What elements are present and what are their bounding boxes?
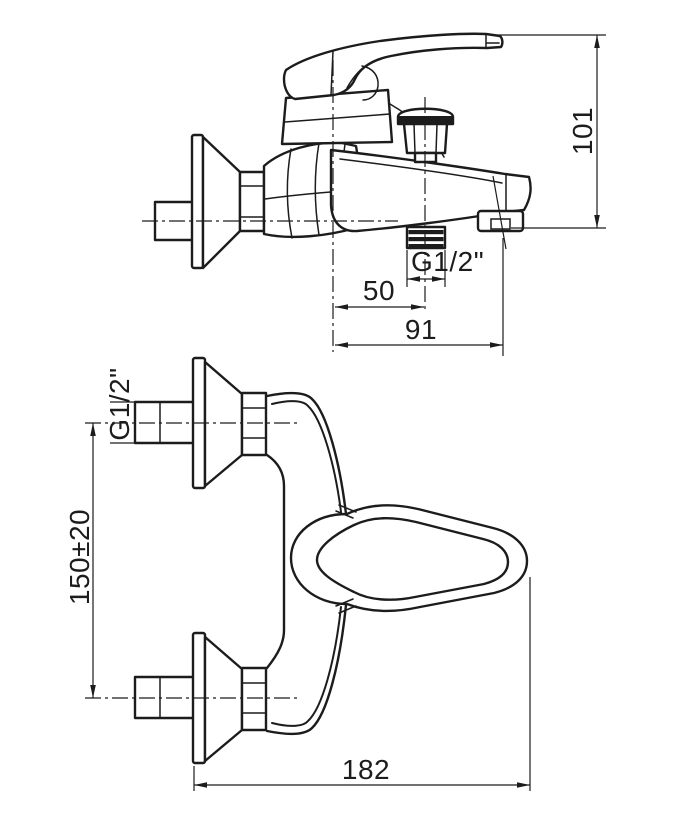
escutcheon-cone [203, 635, 244, 763]
handle-inner-loop [315, 517, 510, 601]
hex-nut [240, 391, 268, 457]
side-centerlines [142, 60, 426, 352]
cartridge-neck [280, 88, 445, 158]
dim-101-label: 101 [567, 107, 598, 155]
dimension-outlet-thread: G1/2" [406, 246, 484, 287]
wall-union [153, 133, 266, 270]
front-view: G1/2" 150±20 182 [64, 356, 531, 791]
dimension-182: 182 [193, 577, 531, 791]
shower-outlet-thread [405, 225, 447, 250]
dimension-50: 50 [335, 275, 424, 310]
handle-outer-loop [289, 504, 529, 613]
dimension-150: 150±20 [64, 423, 96, 698]
handle-front [289, 504, 529, 614]
aerator-outlet [476, 175, 525, 250]
mixer-body-front [265, 391, 348, 736]
front-centerlines [85, 422, 300, 699]
hex-nut [240, 666, 268, 732]
dimension-101: 101 [497, 34, 606, 229]
handle-pivot-boss [361, 65, 379, 101]
aerator-leader-line [492, 175, 507, 250]
side-view: 101 G1/2" 50 91 [142, 32, 606, 356]
handle-tip-edge [485, 33, 500, 49]
dim-150-label: 150±20 [64, 509, 95, 605]
dimension-inlet-thread: G1/2" [104, 367, 136, 444]
hex-nut [238, 170, 266, 233]
dim-182-label: 182 [342, 754, 390, 785]
outlet-thread-label: G1/2" [411, 246, 484, 277]
dim-91-label: 91 [405, 314, 437, 345]
escutcheon-cone [203, 360, 244, 488]
inlet-thread-label: G1/2" [104, 367, 135, 440]
dim-50-label: 50 [363, 275, 395, 306]
dimension-91: 91 [335, 238, 504, 356]
escutcheon-cone [201, 135, 242, 270]
lever-handle [282, 32, 504, 101]
escutcheon-plate [190, 133, 205, 270]
